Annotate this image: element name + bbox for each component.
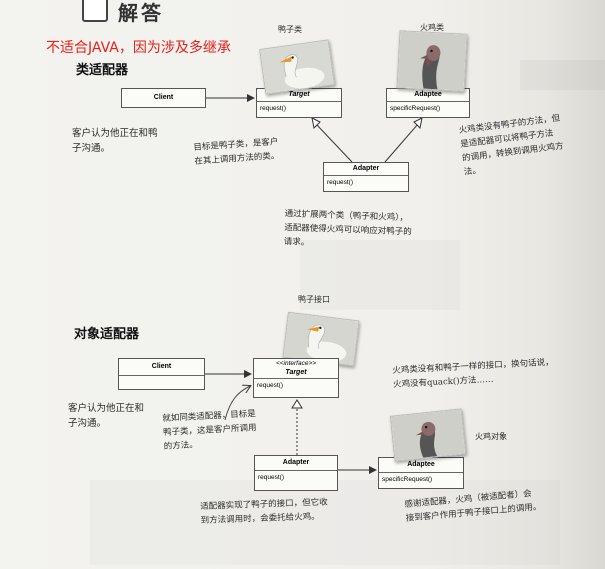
adapter-inherits-adaptee: [384, 123, 419, 163]
class-name: Adapter: [282, 459, 310, 466]
adapter-class-box: Adapter request(): [323, 162, 409, 192]
page-title: 解答: [118, 1, 164, 25]
realization-triangle: [291, 399, 303, 409]
class-name: Adaptee: [414, 91, 442, 98]
class-name: Adaptee: [407, 461, 435, 468]
interface-stereotype: <<interface>>: [275, 360, 317, 367]
turkey-class-label: 火鸡类: [420, 23, 444, 32]
note-adapter: 通过扩展两个类（鸭子和火鸡）， 适配器使得火鸡可以响应对鸭子的 请求。: [283, 208, 412, 248]
turkey-icon: [390, 409, 466, 461]
turkey-photo: [396, 30, 468, 92]
object-adapter-title: 对象适配器: [74, 327, 140, 342]
faded-background-box: [90, 480, 560, 565]
faded-background-box: [520, 60, 605, 90]
class-name: Adapter: [352, 165, 380, 172]
note-client: 客户认为他正在和 子沟通。: [68, 403, 145, 429]
class-method: request(): [257, 382, 284, 389]
turkey-photo: [389, 408, 467, 462]
duck-interface-label: 鸭子接口: [298, 295, 330, 304]
class-name: Client: [153, 94, 174, 101]
class-name: Target: [285, 369, 307, 376]
class-method: request(): [327, 179, 354, 186]
pointer-arrow: [224, 386, 250, 421]
duck-icon: [260, 40, 334, 94]
faded-background-box: [300, 240, 460, 310]
note-client: 客户认为他正在和鸭 子沟通。: [72, 128, 158, 154]
duck-photo: [282, 311, 360, 367]
turkey-icon: [397, 31, 467, 91]
adapter-class-box: Adapter request(): [254, 455, 338, 491]
header-icon: [82, 0, 108, 22]
class-method: specificRequest(): [382, 476, 433, 483]
class-method: specificRequest(): [390, 105, 441, 112]
class-adapter-title: 类适配器: [76, 63, 129, 78]
note-class-adapter: 就如同类适配器，目标是 鸭子类，这是客户所调用 的方法。: [162, 409, 257, 452]
client-class-box: Client: [121, 88, 206, 108]
duck-icon: [283, 312, 359, 366]
duck-photo: [259, 39, 335, 95]
duck-class-label: 鸭子类: [278, 25, 302, 34]
note-target: 目标是鸭子类，是客户 在其上调用方法的类。: [193, 137, 280, 167]
client-class-box: Client: [118, 358, 205, 390]
inheritance-triangle: [311, 117, 321, 130]
class-name: Client: [151, 363, 172, 370]
class-method: request(): [258, 474, 285, 481]
adaptee-class-box: Adaptee specificRequest(): [386, 88, 470, 118]
turkey-object-label: 火鸡对象: [475, 432, 507, 441]
class-method: request(): [260, 105, 287, 112]
adaptee-class-box: Adaptee specificRequest(): [378, 457, 464, 489]
inheritance-triangle: [413, 117, 423, 130]
red-note: 不适合JAVA，因为涉及多继承: [46, 40, 231, 56]
target-interface-box: <<interface>> Target request(): [253, 358, 339, 398]
note-adapter: 适配器实现了鸭子的接口，但它收 到方法调用时，会委托给火鸡。: [200, 497, 328, 526]
adapter-inherits-target: [315, 123, 353, 163]
class-name: Target: [288, 91, 310, 98]
